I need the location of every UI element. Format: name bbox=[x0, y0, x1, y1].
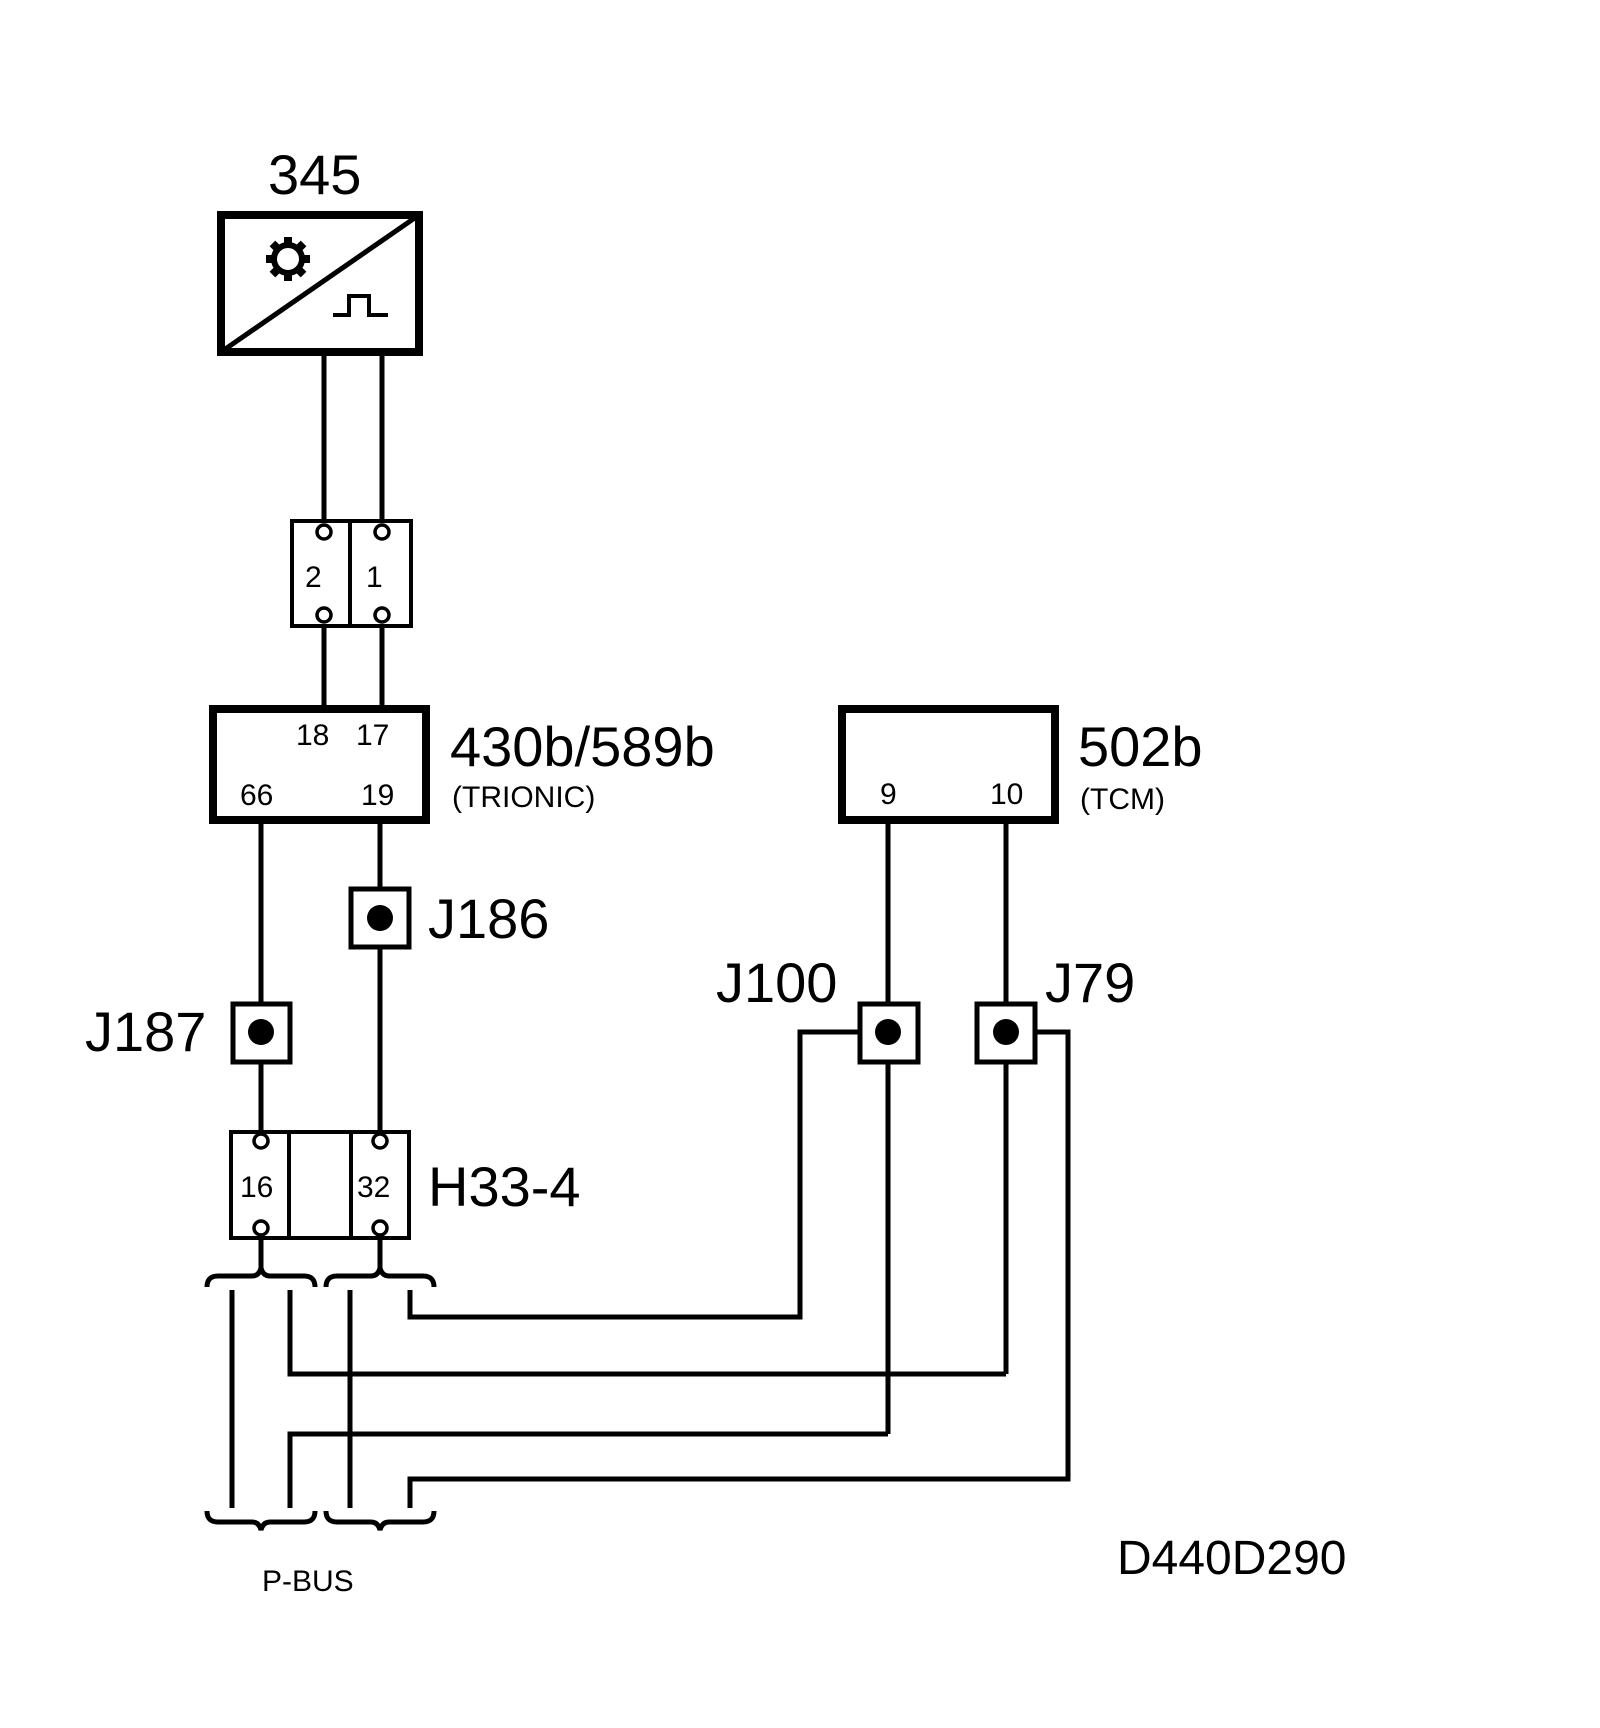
connector-top: 2 1 bbox=[290, 519, 413, 628]
terminal-icon bbox=[315, 606, 333, 624]
splice-j100: J100 bbox=[716, 951, 921, 1065]
component-345: 345 bbox=[217, 143, 423, 356]
connector-h33-4: 16 32 H33-4 bbox=[229, 1130, 581, 1240]
connector-h33-pin-16: 16 bbox=[240, 1171, 273, 1204]
wires bbox=[229, 352, 1071, 1508]
connector-h33-blank-cell bbox=[287, 1130, 353, 1240]
splice-j187: J187 bbox=[85, 1000, 293, 1065]
splice-j186-dot bbox=[367, 905, 393, 931]
tcm-id-label: 502b bbox=[1078, 715, 1203, 778]
terminal-icon bbox=[373, 523, 391, 541]
tcm-box bbox=[838, 705, 1059, 824]
ecu-pin-18: 18 bbox=[296, 719, 329, 752]
splice-j187-label: J187 bbox=[85, 1000, 206, 1063]
wire-bus-tcm10 bbox=[287, 1290, 1006, 1377]
wire-j79-bus bbox=[407, 1029, 1071, 1508]
splice-j186-label: J186 bbox=[428, 887, 549, 950]
drawing-code: D440D290 bbox=[1117, 1532, 1347, 1585]
wire-bus-tcm9 bbox=[287, 1431, 888, 1508]
sensor-345-diagonal bbox=[219, 212, 421, 355]
sensor-345-label: 345 bbox=[268, 143, 361, 206]
connector-h33-pin-32: 32 bbox=[357, 1171, 390, 1204]
connector-top-pin-1: 1 bbox=[366, 561, 383, 594]
splice-j186: J186 bbox=[348, 886, 549, 950]
tcm-name-label: (TCM) bbox=[1080, 783, 1165, 816]
wire-j100-bus bbox=[407, 1029, 888, 1320]
ecu-box bbox=[209, 705, 430, 824]
splice-j100-label: J100 bbox=[716, 951, 837, 1014]
terminal-icon bbox=[371, 1132, 389, 1150]
tcm-pin-9: 9 bbox=[880, 778, 897, 811]
brace-bottom-left bbox=[204, 1510, 318, 1531]
connector-top-pin-2: 2 bbox=[305, 561, 322, 594]
ecu-pin-19: 19 bbox=[361, 779, 394, 812]
brace-bottom-right bbox=[323, 1510, 437, 1531]
component-tcm: 9 10 502b (TCM) bbox=[838, 705, 1203, 824]
bus-label: P-BUS bbox=[262, 1565, 354, 1598]
bus-braces bbox=[204, 1267, 437, 1531]
ecu-id-label: 430b/589b bbox=[450, 715, 715, 778]
terminal-icon bbox=[371, 1219, 389, 1237]
terminal-icon bbox=[252, 1132, 270, 1150]
connector-h33-label: H33-4 bbox=[428, 1155, 581, 1218]
pulse-icon bbox=[333, 294, 388, 317]
component-ecu: 18 17 66 19 430b/589b (TRIONIC) bbox=[209, 705, 715, 824]
splice-j100-dot bbox=[875, 1019, 901, 1045]
splice-j79-label: J79 bbox=[1045, 951, 1135, 1014]
splice-j187-dot bbox=[248, 1019, 274, 1045]
ecu-pin-66: 66 bbox=[240, 779, 273, 812]
terminal-icon bbox=[373, 606, 391, 624]
gear-icon bbox=[266, 237, 310, 281]
ecu-name-label: (TRIONIC) bbox=[452, 781, 595, 814]
splice-j79-dot bbox=[993, 1019, 1019, 1045]
ecu-pin-17: 17 bbox=[356, 719, 389, 752]
splice-j79: J79 bbox=[974, 951, 1135, 1065]
terminal-icon bbox=[252, 1219, 270, 1237]
tcm-pin-10: 10 bbox=[990, 778, 1023, 811]
brace-top-left bbox=[204, 1267, 318, 1288]
terminal-icon bbox=[315, 523, 333, 541]
brace-top-right bbox=[323, 1267, 437, 1288]
